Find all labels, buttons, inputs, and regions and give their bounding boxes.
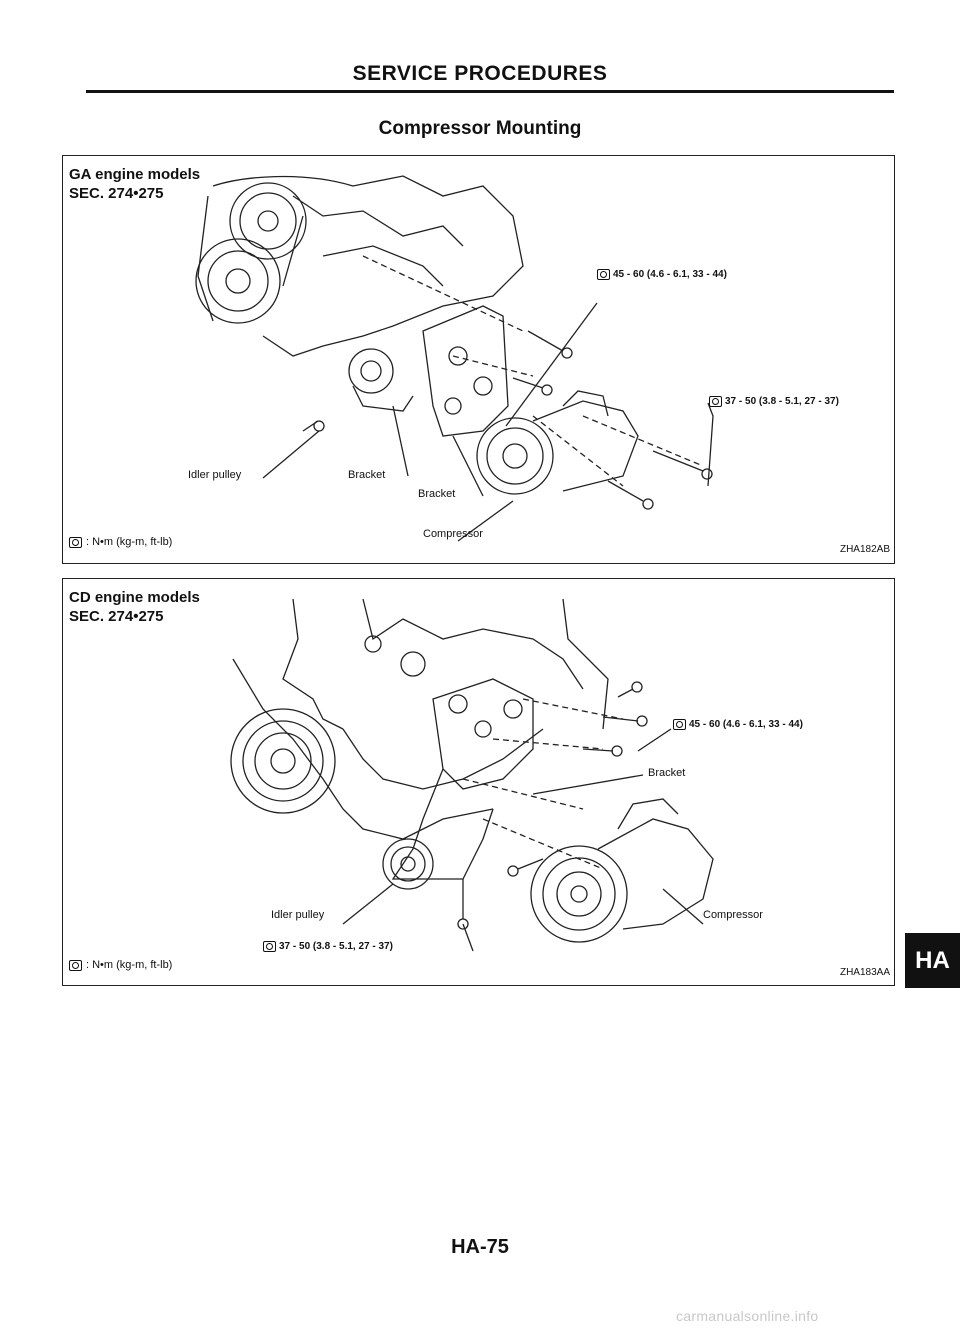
cd-torque-bottom-value: 37 - 50 (3.8 - 5.1, 27 - 37) [279, 941, 393, 952]
ga-legend: : N•m (kg-m, ft-lb) [69, 536, 172, 548]
ga-torque-top-value: 45 - 60 (4.6 - 6.1, 33 - 44) [613, 269, 727, 280]
page-number: HA-75 [451, 1236, 509, 1258]
ga-label-compressor: Compressor [423, 528, 483, 540]
cd-torque-bottom: 37 - 50 (3.8 - 5.1, 27 - 37) [263, 941, 393, 952]
torque-wrench-icon [263, 941, 276, 952]
cd-engine-diagram-panel: CD engine models SEC. 274•275 45 - 60 (4… [62, 578, 895, 986]
torque-wrench-icon [69, 536, 82, 548]
ga-engine-diagram-panel: GA engine models SEC. 274•275 45 - 60 (4… [62, 155, 895, 564]
ga-legend-text: : N•m (kg-m, ft-lb) [86, 536, 173, 548]
watermark: carmanualsonline.info [676, 1308, 819, 1324]
cd-engine-illustration [230, 598, 714, 952]
ga-torque-top: 45 - 60 (4.6 - 6.1, 33 - 44) [597, 269, 727, 280]
cd-torque-top-value: 45 - 60 (4.6 - 6.1, 33 - 44) [689, 719, 803, 730]
title-rule [86, 90, 894, 93]
section-tab-ha: HA [905, 933, 960, 988]
ga-label-bracket-1: Bracket [348, 469, 386, 481]
cd-label-compressor: Compressor [703, 909, 763, 921]
torque-wrench-icon [709, 396, 722, 407]
torque-wrench-icon [597, 269, 610, 280]
cd-heading-models: CD engine models [69, 589, 200, 606]
ga-torque-right-value: 37 - 50 (3.8 - 5.1, 27 - 37) [725, 396, 839, 407]
cd-label-idler-pulley: Idler pulley [271, 909, 325, 921]
section-title: SERVICE PROCEDURES [352, 62, 608, 85]
ga-label-bracket-2: Bracket [418, 488, 456, 500]
cd-figure-code: ZHA183AA [839, 967, 890, 978]
ga-torque-right: 37 - 50 (3.8 - 5.1, 27 - 37) [709, 396, 839, 407]
ga-heading-models: GA engine models [69, 166, 201, 183]
cd-label-bracket: Bracket [648, 767, 686, 779]
cd-legend-text: : N•m (kg-m, ft-lb) [86, 959, 173, 971]
ga-label-idler-pulley: Idler pulley [188, 469, 242, 481]
cd-legend: : N•m (kg-m, ft-lb) [69, 959, 172, 971]
torque-wrench-icon [673, 719, 686, 730]
cd-heading-sec: SEC. 274•275 [69, 608, 164, 625]
cd-torque-top: 45 - 60 (4.6 - 6.1, 33 - 44) [673, 719, 803, 730]
page-subtitle: Compressor Mounting [378, 118, 582, 139]
torque-wrench-icon [69, 959, 82, 971]
ga-engine-illustration [195, 175, 714, 542]
ga-figure-code: ZHA182AB [839, 544, 890, 555]
ga-heading-sec: SEC. 274•275 [69, 185, 164, 202]
